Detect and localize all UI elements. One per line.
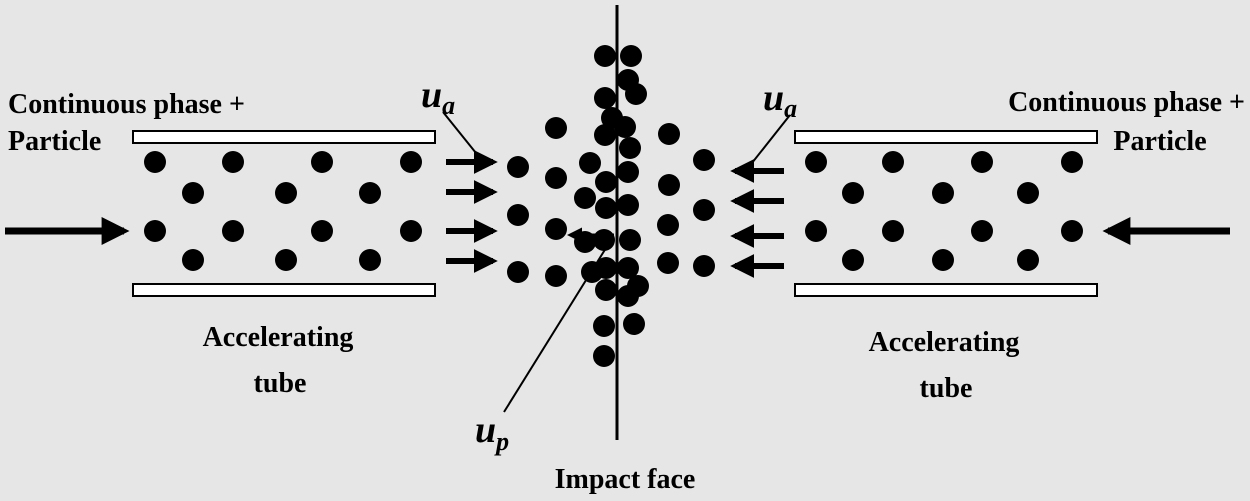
particle [593,345,615,367]
particle [579,152,601,174]
particle [545,117,567,139]
particle [971,220,993,242]
particle [182,182,204,204]
particle [359,182,381,204]
particle [594,124,616,146]
particle [1061,151,1083,173]
left-phase-label-line1: Continuous phase + [8,89,245,120]
particle [805,151,827,173]
particle [617,69,639,91]
particle [545,218,567,240]
particle [275,249,297,271]
particle [574,187,596,209]
particles [144,45,1083,367]
right-tube-label-line2: tube [920,373,973,404]
particle [1061,220,1083,242]
particle [222,220,244,242]
ua-right-leader [747,114,791,169]
particle [657,252,679,274]
particle [545,265,567,287]
particle [932,182,954,204]
right-tube-bottom-wall [794,283,1098,297]
particle [594,45,616,67]
particle [971,151,993,173]
left-tube-top-wall [132,130,436,144]
particle [144,151,166,173]
particle [311,220,333,242]
particle [400,151,422,173]
particle [617,161,639,183]
particle [842,249,864,271]
particle [842,182,864,204]
particle [545,167,567,189]
particle [595,197,617,219]
particle [617,285,639,307]
particle [619,137,641,159]
ua-left-leader [442,111,481,159]
right-phase-label-line2: Particle [1113,126,1206,157]
left-exit-arrows [446,150,498,273]
up-symbol: up [475,409,509,456]
particle [595,257,617,279]
particle [693,199,715,221]
particle [614,116,636,138]
particle [882,151,904,173]
particle [693,149,715,171]
particle [658,123,680,145]
impact-face-label: Impact face [555,464,696,495]
particle [507,204,529,226]
left-phase-label-line2: Particle [8,126,101,157]
particle [619,229,641,251]
particle [182,249,204,271]
right-phase-label-line1: Continuous phase + [1008,87,1245,118]
particle [359,249,381,271]
left-tube-label-line2: tube [254,368,307,399]
particle [595,171,617,193]
particle [595,279,617,301]
particle [882,220,904,242]
particle [311,151,333,173]
particle [594,87,616,109]
ua-left-symbol: ua [421,74,455,120]
particle [932,249,954,271]
right-exit-arrows [730,159,784,278]
particle [1017,182,1039,204]
particle [507,261,529,283]
particle [593,315,615,337]
left-tube-bottom-wall [132,283,436,297]
particle [275,182,297,204]
right-tube-top-wall [794,130,1098,144]
particle [657,214,679,236]
particle [693,255,715,277]
particle [593,229,615,251]
particle [507,156,529,178]
left-tube-label-line1: Accelerating [203,322,354,353]
right-tube-label-line1: Accelerating [869,327,1020,358]
particle [620,45,642,67]
ua-right-symbol: ua [763,77,797,123]
particle [617,194,639,216]
particle [574,231,596,253]
particle [222,151,244,173]
particle [400,220,422,242]
particle [623,313,645,335]
particle [1017,249,1039,271]
particle [658,174,680,196]
particle [617,257,639,279]
particle [805,220,827,242]
particle [144,220,166,242]
